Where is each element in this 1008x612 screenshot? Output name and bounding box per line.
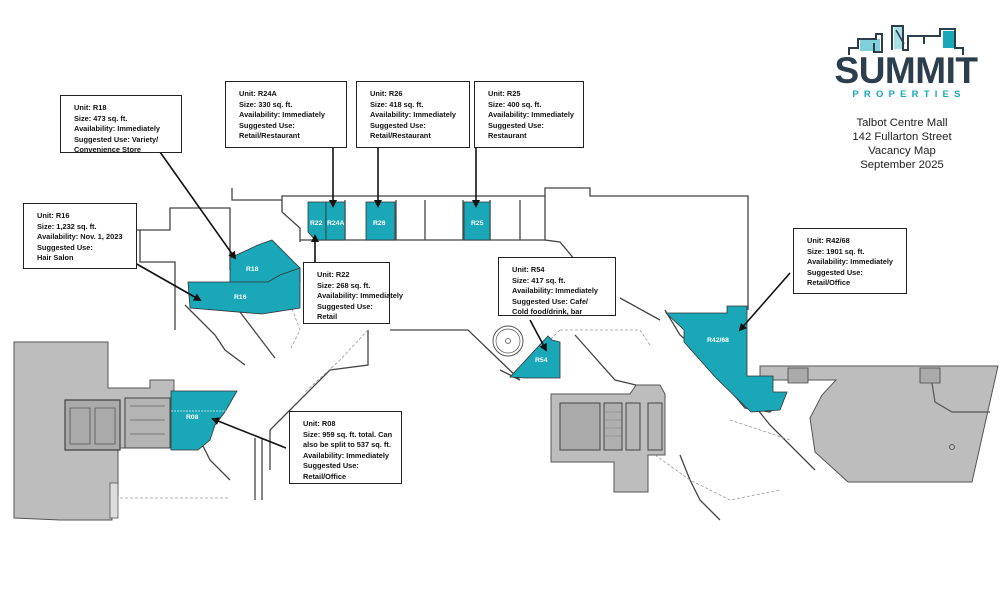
callout-availability: Availability: Immediately — [239, 110, 325, 120]
callout-r16: Unit: R16 Size: 1,232 sq. ft. Availabili… — [23, 203, 137, 269]
callout-use-detail: Cold food/drink, bar — [512, 307, 583, 317]
callout-size: Size: 418 sq. ft. — [370, 99, 424, 109]
callout-r24a: Unit: R24A Size: 330 sq. ft. Availabilit… — [225, 81, 347, 148]
callout-use-detail: Restaurant — [488, 131, 527, 141]
callout-unit: Unit: R22 — [317, 270, 350, 279]
anchor-central-service-core — [550, 384, 666, 493]
callout-use-detail: Retail — [317, 312, 338, 322]
skyline-icon — [848, 25, 964, 55]
callout-use: Suggested Use: — [317, 301, 373, 311]
property-info: Talbot Centre Mall 142 Fullarton Street … — [842, 116, 962, 172]
arrow-r08 — [211, 417, 287, 449]
unit-labels: R18 R24A R26 R25 R16 R22 R54 R42/68 R08 — [186, 220, 729, 421]
callout-use: Suggested Use: Variety/ — [74, 134, 159, 144]
callout-unit: Unit: R26 — [370, 89, 403, 98]
callout-unit: Unit: R16 — [37, 211, 70, 220]
callout-unit: Unit: R25 — [488, 89, 521, 98]
map-label-r18: R18 — [246, 266, 259, 273]
map-label-r54: R54 — [535, 357, 548, 364]
unit-shape-r25[interactable] — [463, 201, 491, 241]
fountain-feature — [492, 325, 524, 357]
map-label-r08: R08 — [186, 414, 199, 421]
document-date: September 2025 — [860, 159, 944, 171]
unit-shape-r26[interactable] — [365, 201, 396, 241]
unit-shape-r42-68[interactable] — [664, 305, 788, 413]
callout-use-detail: Hair Salon — [37, 253, 74, 263]
callout-availability: Availability: Immediately — [74, 124, 160, 134]
callout-r08: Unit: R08 Size: 959 sq. ft. total. Can a… — [289, 411, 402, 484]
callout-unit: Unit: R24A — [239, 89, 277, 98]
callout-use: Suggested Use: — [37, 242, 93, 252]
callout-size: Size: 959 sq. ft. total. Can — [303, 429, 393, 439]
map-label-r42-68: R42/68 — [707, 337, 729, 344]
callout-use-detail: Convenience Store — [74, 145, 141, 155]
brand-name: SUMMIT — [834, 50, 978, 91]
map-label-r22: R22 — [310, 220, 323, 227]
anchor-west-block — [13, 341, 175, 521]
callout-availability: Availability: Immediately — [303, 450, 389, 460]
callout-size: Size: 1901 sq. ft. — [807, 246, 865, 256]
callout-use: Suggested Use: — [303, 461, 359, 471]
map-label-r16: R16 — [234, 294, 247, 301]
callout-size: Size: 330 sq. ft. — [239, 99, 293, 109]
callout-availability: Availability: Immediately — [512, 286, 598, 296]
unit-shape-r08[interactable] — [170, 390, 238, 451]
vacant-units — [170, 201, 788, 451]
arrow-r42-68 — [738, 272, 791, 332]
callout-availability: Availability: Immediately — [317, 291, 403, 301]
callout-size: Size: 268 sq. ft. — [317, 280, 371, 290]
callout-r22: Unit: R22 Size: 268 sq. ft. Availability… — [303, 262, 403, 324]
callout-availability: Availability: Immediately — [370, 110, 456, 120]
callout-unit: Unit: R18 — [74, 103, 107, 112]
callout-size: Size: 1,232 sq. ft. — [37, 221, 97, 231]
callout-use-detail: Retail/Office — [807, 278, 851, 288]
callout-r18: Unit: R18 Size: 473 sq. ft. Availability… — [60, 95, 182, 155]
map-label-r25: R25 — [471, 220, 484, 227]
callout-r42-68: Unit: R42/68 Size: 1901 sq. ft. Availabi… — [793, 228, 907, 294]
property-address: 142 Fullarton Street — [852, 131, 952, 143]
callout-use: Suggested Use: — [370, 120, 426, 130]
unit-shape-r16[interactable] — [187, 267, 301, 315]
callout-availability: Availability: Immediately — [807, 257, 893, 267]
map-label-r24a: R24A — [327, 220, 344, 227]
map-label-r26: R26 — [373, 220, 386, 227]
callout-use-detail: Retail/Restaurant — [239, 131, 300, 141]
callout-availability: Availability: Nov. 1, 2023 — [37, 232, 123, 242]
callout-unit: Unit: R08 — [303, 419, 336, 428]
callout-arrows — [134, 148, 791, 449]
callout-use-detail: Retail/Restaurant — [370, 131, 431, 141]
unit-shape-r24a[interactable] — [325, 201, 346, 241]
callout-r26: Unit: R26 Size: 418 sq. ft. Availability… — [356, 81, 470, 148]
brand-subtitle: PROPERTIES — [852, 89, 966, 100]
callout-size: Size: 417 sq. ft. — [512, 275, 566, 285]
arrow-r16 — [134, 262, 202, 301]
callout-size-detail: also be split to 537 sq. ft. — [303, 440, 391, 450]
corridor-guides — [120, 289, 791, 501]
unit-shape-r22[interactable] — [307, 201, 327, 241]
callout-size: Size: 400 sq. ft. — [488, 99, 542, 109]
callout-unit: Unit: R54 — [512, 265, 545, 274]
summit-properties-logo: SUMMIT PROPERTIES — [826, 22, 986, 100]
callout-unit: Unit: R42/68 — [807, 236, 850, 245]
callout-use: Suggested Use: — [239, 120, 295, 130]
property-name: Talbot Centre Mall — [856, 117, 948, 129]
arrow-r54 — [529, 319, 547, 352]
callout-r54: Unit: R54 Size: 417 sq. ft. Availability… — [498, 257, 616, 316]
arrow-r18 — [159, 151, 237, 260]
callout-r25: Unit: R25 Size: 400 sq. ft. Availability… — [474, 81, 584, 148]
document-title: Vacancy Map — [868, 145, 936, 157]
callout-use: Suggested Use: — [488, 120, 544, 130]
callout-availability: Availability: Immediately — [488, 110, 574, 120]
unit-shape-r54[interactable] — [509, 335, 561, 379]
callout-use-detail: Retail/Office — [303, 471, 347, 481]
callout-use: Suggested Use: — [807, 267, 863, 277]
callout-use: Suggested Use: Cafe/ — [512, 296, 588, 306]
callout-size: Size: 473 sq. ft. — [74, 113, 128, 123]
anchor-east-block — [759, 365, 999, 483]
